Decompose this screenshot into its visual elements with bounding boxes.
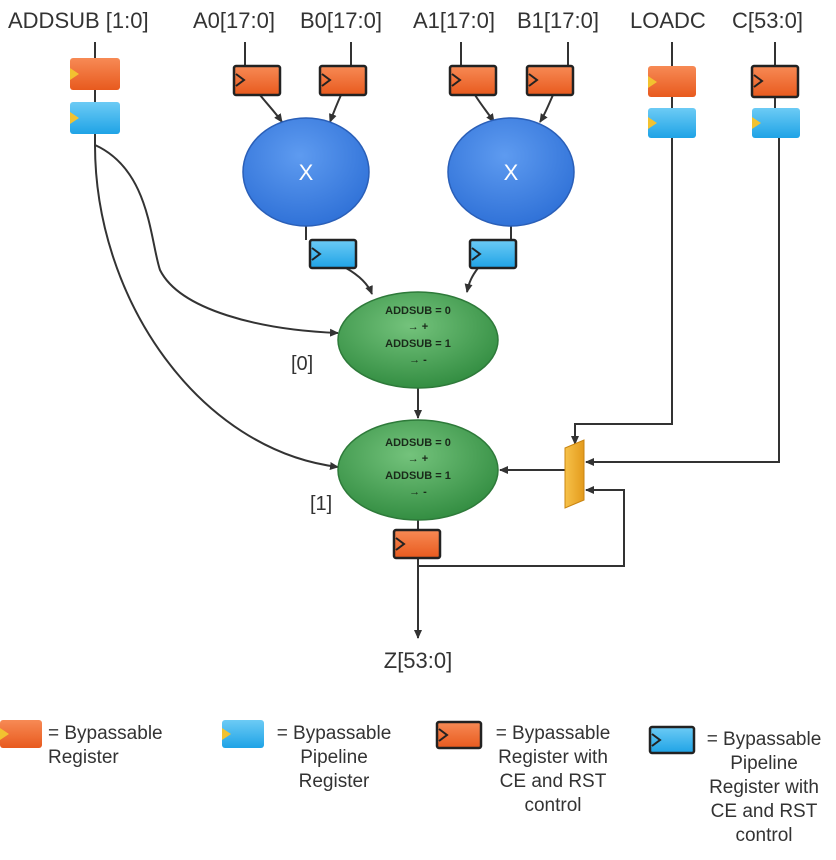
multiplier-0: X <box>242 117 370 227</box>
adder-0-line3: ADDSUB = 1 <box>385 338 451 350</box>
mult0-pipeline-register-ce-rst <box>308 238 358 270</box>
adder-0-line4: → - <box>409 354 427 366</box>
wire-addsub-to-adder0 <box>94 134 339 337</box>
c-label: C[53:0] <box>732 8 803 33</box>
wire-b1-to-mult1 <box>539 94 554 123</box>
addsub-bypassable-pipeline-register <box>70 102 120 134</box>
adder-0-line1: ADDSUB = 0 <box>385 305 451 317</box>
adder-0: ADDSUB = 0 → + ADDSUB = 1 → - <box>337 291 499 389</box>
a1-label: A1[17:0] <box>413 8 495 33</box>
loadc-bypassable-register <box>648 66 696 97</box>
wire-loadc-to-mux <box>571 138 673 445</box>
wire-a1-to-mult1 <box>474 94 495 123</box>
legend-bypassable-pipeline-register-text: = Bypassable Pipeline Register <box>276 723 392 792</box>
b0-register-ce-rst <box>318 64 368 97</box>
legend-bypassable-register-ce-rst-icon <box>435 720 483 750</box>
legend-bypassable-register-text: = Bypassable Register <box>48 723 163 768</box>
legend-bypassable-register-icon <box>0 720 42 748</box>
adder-0-index: [0] <box>291 353 313 375</box>
multiplier-0-symbol: X <box>299 160 314 185</box>
b1-label: B1[17:0] <box>517 8 599 33</box>
legend-bypassable-register-ce-rst-text: = Bypassable Register with CE and RST co… <box>495 723 611 816</box>
b1-register-ce-rst <box>525 64 575 97</box>
addsub-label: ADDSUB [1:0] <box>8 8 149 33</box>
multiplexer <box>564 439 585 509</box>
output-register-ce-rst <box>392 528 442 560</box>
multiplier-1: X <box>447 117 575 227</box>
wire-preg1-to-adder0 <box>464 267 479 293</box>
wire-a0-to-mult0 <box>259 94 283 123</box>
b0-label: B0[17:0] <box>300 8 382 33</box>
c-bypassable-pipeline-register <box>752 108 800 138</box>
wire-feedback <box>418 486 625 567</box>
loadc-bypassable-pipeline-register <box>648 108 696 138</box>
wire-c-to-mux <box>585 138 780 466</box>
wire-preg0-to-adder0 <box>345 267 373 295</box>
adder-0-line2: → + <box>408 321 428 333</box>
adder-1-line3: ADDSUB = 1 <box>385 470 451 482</box>
wire-addsub-to-adder1 <box>94 144 339 470</box>
loadc-label: LOADC <box>630 8 706 33</box>
a0-register-ce-rst <box>232 64 282 97</box>
legend-bypassable-pipeline-register-icon <box>222 720 264 748</box>
adder-1: ADDSUB = 0 → + ADDSUB = 1 → - <box>337 419 499 521</box>
legend-bypassable-pipeline-register-ce-rst-text: = Bypassable Pipeline Register with CE a… <box>706 729 822 846</box>
adder-1-line4: → - <box>409 486 427 498</box>
c-register-ce-rst <box>750 64 800 99</box>
mult1-pipeline-register-ce-rst <box>468 238 518 270</box>
adder-1-line1: ADDSUB = 0 <box>385 437 451 449</box>
a0-label: A0[17:0] <box>193 8 275 33</box>
a1-register-ce-rst <box>448 64 498 97</box>
multiplier-1-symbol: X <box>504 160 519 185</box>
legend-bypassable-pipeline-register-ce-rst-icon <box>648 725 696 755</box>
z-output-label: Z[53:0] <box>384 648 452 673</box>
wire-b0-to-mult0 <box>329 94 342 123</box>
adder-1-index: [1] <box>310 493 332 515</box>
adder-1-line2: → + <box>408 453 428 465</box>
addsub-bypassable-register <box>70 58 120 90</box>
